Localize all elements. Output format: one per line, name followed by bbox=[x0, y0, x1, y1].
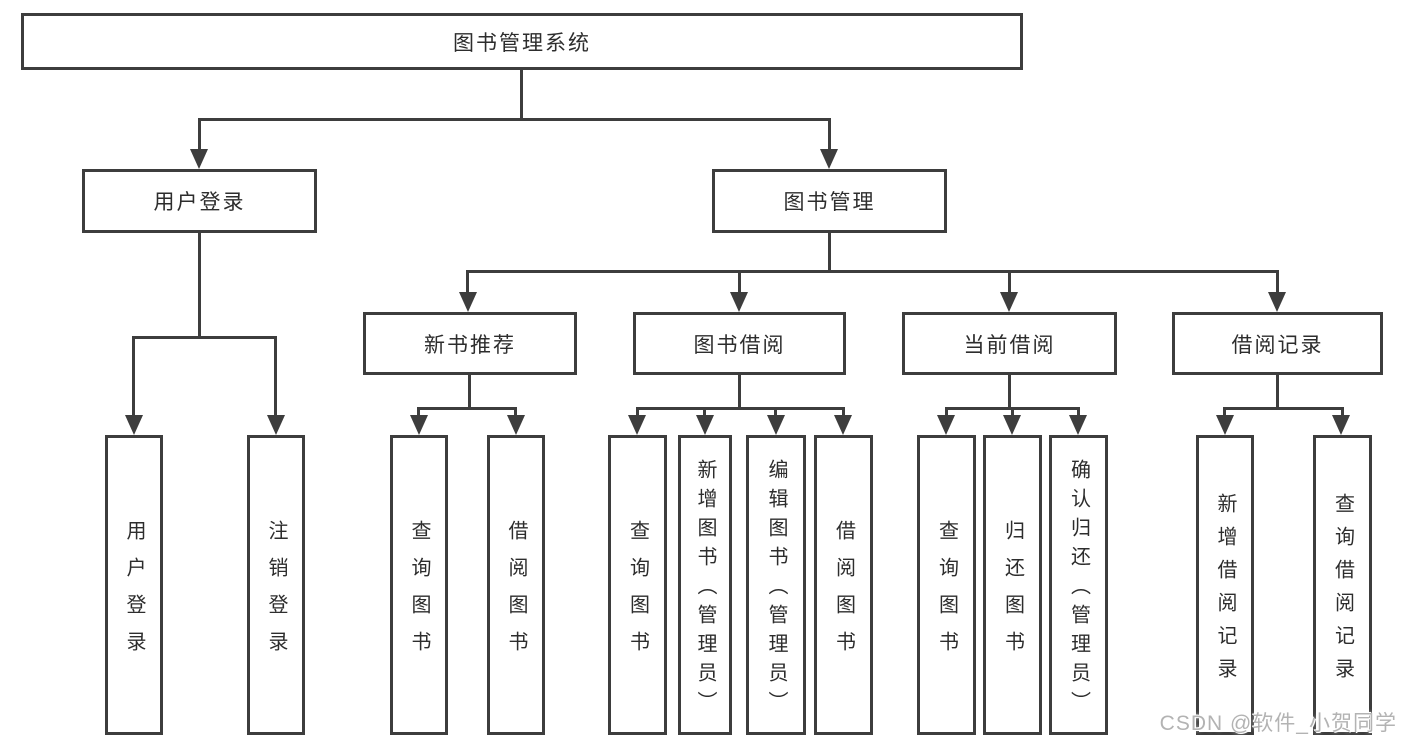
connector-line bbox=[828, 118, 831, 149]
connector-line bbox=[417, 407, 420, 415]
arrow-down-icon bbox=[1000, 292, 1018, 312]
node-label: 图书借阅 bbox=[693, 333, 786, 357]
connector-line bbox=[1223, 407, 1226, 415]
arrow-down-icon bbox=[190, 149, 208, 169]
arrow-down-icon bbox=[1216, 415, 1234, 435]
arrow-down-icon bbox=[937, 415, 955, 435]
connector-line bbox=[738, 375, 741, 407]
connector-line bbox=[703, 407, 706, 415]
connector-line bbox=[417, 407, 517, 410]
node-leaf-return-book: 归还图书 bbox=[983, 435, 1042, 735]
connector-line bbox=[828, 233, 831, 270]
node-user-login: 用户登录 bbox=[82, 169, 317, 233]
node-borrow-record: 借阅记录 bbox=[1172, 312, 1383, 375]
node-current-borrow: 当前借阅 bbox=[902, 312, 1117, 375]
node-label: 新书推荐 bbox=[424, 333, 516, 357]
connector-line bbox=[1223, 407, 1342, 410]
node-library-management-system: 图书管理系统 bbox=[21, 13, 1023, 70]
connector-line bbox=[520, 70, 523, 118]
node-label: 确认归还（管理员） bbox=[1067, 459, 1090, 720]
connector-line bbox=[198, 118, 201, 149]
connector-line bbox=[1008, 270, 1011, 292]
node-leaf-query-book-3: 查询图书 bbox=[917, 435, 976, 735]
node-label: 用户登录 bbox=[153, 191, 246, 214]
connector-line bbox=[1008, 375, 1011, 407]
connector-line bbox=[1276, 270, 1279, 292]
connector-line bbox=[468, 375, 471, 407]
connector-line bbox=[738, 270, 741, 292]
node-label: 新增借阅记录 bbox=[1214, 492, 1236, 691]
arrow-down-icon bbox=[459, 292, 477, 312]
connector-line bbox=[198, 118, 831, 121]
node-label: 查询图书 bbox=[408, 519, 430, 668]
node-leaf-query-book-2: 查询图书 bbox=[608, 435, 667, 735]
connector-line bbox=[466, 270, 469, 292]
connector-line bbox=[1077, 407, 1080, 415]
arrow-down-icon bbox=[730, 292, 748, 312]
node-label: 查询借阅记录 bbox=[1331, 492, 1354, 691]
arrow-down-icon bbox=[1332, 415, 1350, 435]
node-leaf-add-book-admin: 新增图书（管理员） bbox=[678, 435, 732, 735]
node-leaf-confirm-return-admin: 确认归还（管理员） bbox=[1049, 435, 1108, 735]
arrow-down-icon bbox=[820, 149, 838, 169]
connector-line bbox=[466, 270, 1279, 273]
arrow-down-icon bbox=[1268, 292, 1286, 312]
connector-line bbox=[1341, 407, 1344, 415]
connector-line bbox=[274, 336, 277, 415]
connector-line bbox=[132, 336, 135, 415]
node-leaf-borrow-book-2: 借阅图书 bbox=[814, 435, 873, 735]
arrow-down-icon bbox=[125, 415, 143, 435]
connector-line bbox=[774, 407, 777, 415]
connector-line bbox=[842, 407, 845, 415]
arrow-down-icon bbox=[834, 415, 852, 435]
connector-line bbox=[1276, 375, 1279, 407]
node-book-management: 图书管理 bbox=[712, 169, 947, 233]
node-leaf-add-borrow-record: 新增借阅记录 bbox=[1196, 435, 1254, 735]
arrow-down-icon bbox=[767, 415, 785, 435]
node-leaf-user-login: 用户登录 bbox=[105, 435, 163, 735]
connector-line bbox=[514, 407, 517, 415]
connector-line bbox=[945, 407, 948, 415]
node-label: 查询图书 bbox=[935, 519, 958, 668]
node-label: 当前借阅 bbox=[963, 333, 1056, 357]
node-leaf-edit-book-admin: 编辑图书（管理员） bbox=[746, 435, 806, 735]
connector-line bbox=[1011, 407, 1014, 415]
node-label: 借阅记录 bbox=[1231, 333, 1324, 357]
arrow-down-icon bbox=[507, 415, 525, 435]
node-label: 编辑图书（管理员） bbox=[765, 459, 787, 720]
arrow-down-icon bbox=[410, 415, 428, 435]
node-label: 图书管理系统 bbox=[453, 31, 591, 55]
watermark: CSDN @软件_小贺同学 bbox=[1159, 712, 1397, 735]
node-leaf-borrow-book-1: 借阅图书 bbox=[487, 435, 545, 735]
connector-line bbox=[198, 233, 201, 336]
connector-line bbox=[636, 407, 639, 415]
node-label: 新增图书（管理员） bbox=[694, 459, 716, 720]
node-label: 归还图书 bbox=[1001, 519, 1024, 668]
node-leaf-logout: 注销登录 bbox=[247, 435, 305, 735]
arrow-down-icon bbox=[267, 415, 285, 435]
node-label: 注销登录 bbox=[265, 519, 287, 668]
node-leaf-query-borrow-record: 查询借阅记录 bbox=[1313, 435, 1372, 735]
connector-line bbox=[636, 407, 843, 410]
node-new-book-recommend: 新书推荐 bbox=[363, 312, 577, 375]
node-book-borrow: 图书借阅 bbox=[633, 312, 846, 375]
connector-line bbox=[132, 336, 277, 339]
arrow-down-icon bbox=[1069, 415, 1087, 435]
arrow-down-icon bbox=[696, 415, 714, 435]
arrow-down-icon bbox=[1003, 415, 1021, 435]
node-label: 借阅图书 bbox=[505, 519, 527, 668]
node-label: 查询图书 bbox=[626, 519, 649, 668]
node-label: 借阅图书 bbox=[832, 519, 855, 668]
node-label: 图书管理 bbox=[783, 191, 876, 214]
node-label: 用户登录 bbox=[123, 519, 145, 668]
arrow-down-icon bbox=[628, 415, 646, 435]
node-leaf-query-book-1: 查询图书 bbox=[390, 435, 448, 735]
